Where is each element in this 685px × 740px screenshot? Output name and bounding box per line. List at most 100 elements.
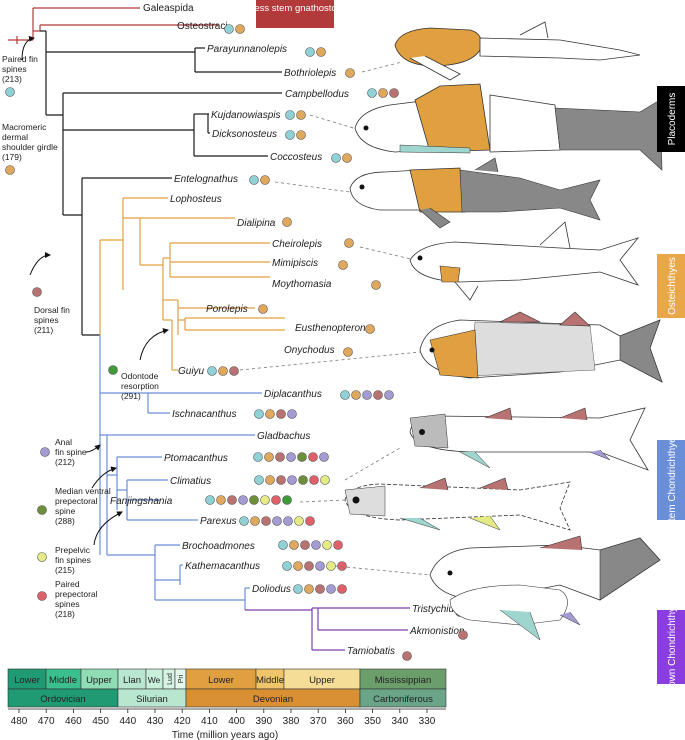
- epoch-mississippian: Mississippian: [375, 675, 432, 686]
- character-dot: [259, 305, 268, 314]
- character-dot: [316, 585, 325, 594]
- character-dot: [374, 391, 383, 400]
- character-dot: [283, 562, 292, 571]
- character-dot: [306, 517, 315, 526]
- character-dot: [459, 631, 468, 640]
- trait-legend: Paired finspines(213) Macromericdermalsh…: [2, 54, 159, 619]
- character-dot: [217, 496, 226, 505]
- taxon-onychodus: Onychodus: [284, 345, 335, 356]
- character-dot: [288, 476, 297, 485]
- character-dot: [323, 541, 332, 550]
- taxon-brochoadmones: Brochoadmones: [182, 541, 255, 552]
- time-tick-label: 350: [364, 716, 381, 727]
- trait-anal-fin-spine: Analfin spine(212): [55, 437, 87, 467]
- epoch-pri: Pri: [178, 674, 185, 683]
- character-dot: [265, 453, 274, 462]
- epoch-lud: Lud: [167, 673, 174, 685]
- taxon-moythomasia: Moythomasia: [272, 279, 332, 290]
- character-dot: [345, 239, 354, 248]
- character-dot: [334, 541, 343, 550]
- character-dot: [284, 517, 293, 526]
- time-tick-label: 470: [38, 716, 55, 727]
- character-dot: [297, 131, 306, 140]
- character-dot: [327, 585, 336, 594]
- character-dot: [305, 585, 314, 594]
- taxon-doliodus: Doliodus: [252, 584, 291, 595]
- illustration-climatiid: [410, 408, 648, 470]
- placoderm-branches: [40, 31, 282, 335]
- taxon-coccosteus: Coccosteus: [270, 152, 322, 163]
- character-dot: [346, 69, 355, 78]
- group-label-placoderms: Placoderms: [667, 93, 678, 146]
- character-dot: [287, 453, 296, 462]
- trait-dot-median-ventral: [38, 506, 47, 515]
- character-dot: [379, 89, 388, 98]
- group-label-crown-chondrichthyes: Crown Chondrichthyes: [667, 596, 678, 697]
- jawless-banner-label: Jawless stem gnathostomes: [235, 3, 355, 14]
- taxon-galeaspida: Galeaspida: [143, 3, 194, 14]
- character-dot: [385, 391, 394, 400]
- trait-dot-prepelvic: [38, 553, 47, 562]
- character-dot: [266, 410, 275, 419]
- taxon-bothriolepis: Bothriolepis: [284, 68, 336, 79]
- taxon-osteostraci: Osteostraci: [177, 21, 228, 32]
- character-dot: [251, 517, 260, 526]
- trait-macromeric-shoulder-girdle: Macromericdermalshoulder girdle(179): [2, 122, 58, 162]
- character-dot: [208, 367, 217, 376]
- character-dot: [262, 517, 271, 526]
- character-dot: [239, 496, 248, 505]
- taxon-gladbachus: Gladbachus: [257, 431, 310, 442]
- epoch-dev-upper: Upper: [309, 675, 335, 686]
- illustration-antiarch: [395, 22, 640, 80]
- taxon-akmonistion: Akmonistion: [409, 626, 465, 637]
- geologic-timescale: Lower Middle Upper Llan We Lud Pri Lower…: [8, 669, 446, 740]
- crown-chondrichthyes-branches: [245, 608, 410, 650]
- character-dot: [254, 453, 263, 462]
- taxon-dicksonosteus: Dicksonosteus: [212, 129, 277, 140]
- character-dot: [344, 348, 353, 357]
- time-tick-label: 330: [419, 716, 436, 727]
- character-dot: [298, 453, 307, 462]
- character-dot: [299, 476, 308, 485]
- taxon-kujdanowiaspis: Kujdanowiaspis: [211, 110, 281, 121]
- epoch-llan: Llan: [123, 675, 141, 686]
- character-dot: [317, 48, 326, 57]
- taxon-parexus: Parexus: [200, 516, 237, 527]
- taxon-kathemacanthus: Kathemacanthus: [185, 561, 260, 572]
- taxon-tamiobatis: Tamiobatis: [347, 646, 395, 657]
- character-dot: [343, 154, 352, 163]
- epoch-ord-upper: Upper: [86, 675, 112, 686]
- taxon-dialipina: Dialipina: [237, 218, 276, 229]
- character-dot: [236, 25, 245, 34]
- epoch-ord-lower: Lower: [14, 675, 40, 686]
- trait-dot-paired-prepectoral: [38, 592, 47, 601]
- epoch-dev-middle: Middle: [256, 675, 284, 686]
- character-dot: [327, 562, 336, 571]
- time-tick-label: 380: [283, 716, 300, 727]
- trait-dot-odontode-resorption: [109, 366, 118, 375]
- character-dot: [294, 585, 303, 594]
- character-dot: [290, 541, 299, 550]
- character-dot: [320, 453, 329, 462]
- character-dot: [312, 541, 321, 550]
- character-dot: [316, 562, 325, 571]
- time-tick-label: 410: [201, 716, 218, 727]
- illustration-entelognathus: [350, 158, 600, 228]
- taxon-porolepis: Porolepis: [206, 304, 248, 315]
- character-dot: [339, 261, 348, 270]
- character-dot: [283, 218, 292, 227]
- character-dot: [288, 410, 297, 419]
- illustration-crown-shark: [450, 585, 580, 640]
- time-tick-label: 460: [65, 716, 82, 727]
- character-dot: [301, 541, 310, 550]
- epoch-we: We: [148, 675, 161, 685]
- time-tick-label: 390: [255, 716, 272, 727]
- character-dot: [306, 48, 315, 57]
- illustration-guiyu: [420, 312, 662, 382]
- time-tick-label: 480: [11, 716, 28, 727]
- period-devonian: Devonian: [253, 694, 293, 705]
